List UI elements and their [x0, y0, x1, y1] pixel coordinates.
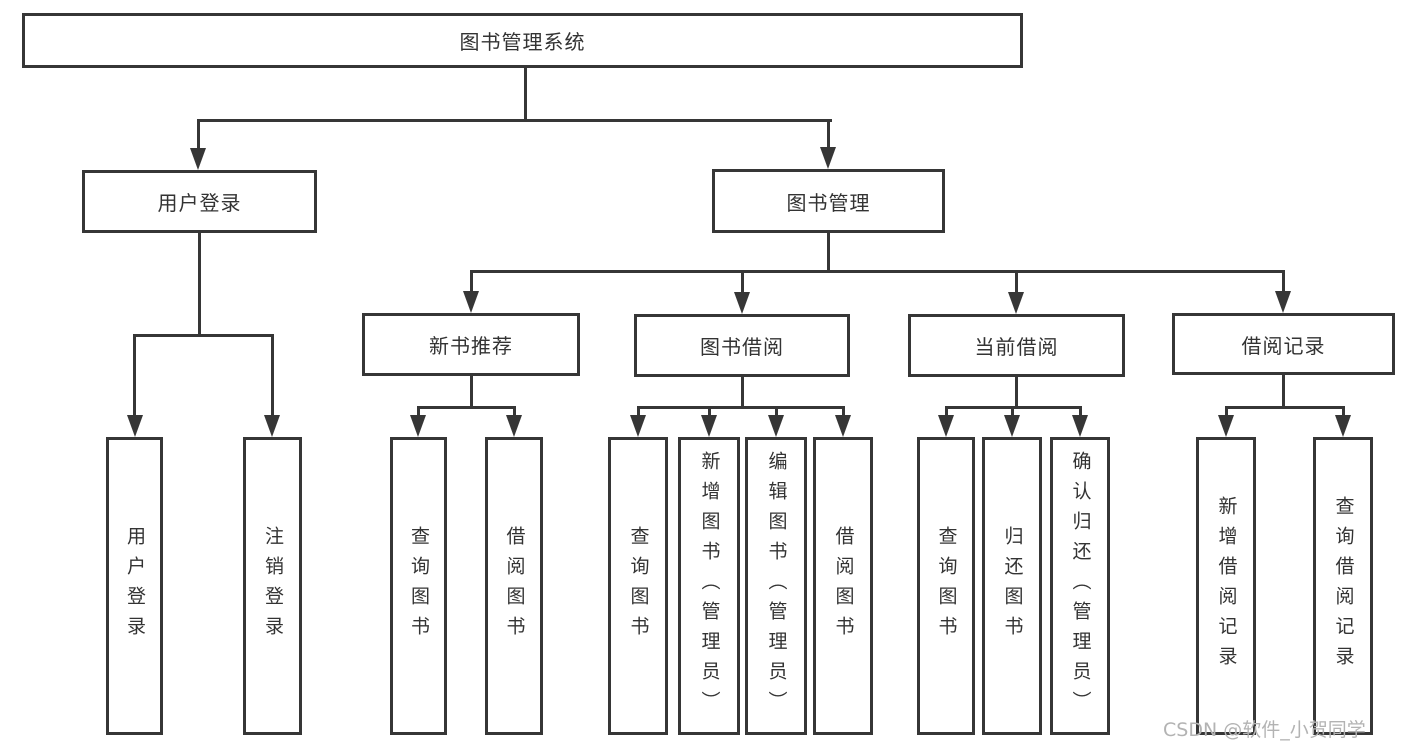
node-label: 用户登录 — [124, 526, 146, 646]
connector-stem — [1079, 406, 1082, 418]
arrow-down-icon — [701, 415, 717, 437]
node-label: 借阅记录 — [1241, 333, 1326, 358]
connector-stem — [775, 406, 778, 418]
node-label: 图书管理 — [786, 190, 871, 215]
csdn-watermark: CSDN @软件_小贺同学 — [1163, 719, 1366, 741]
arrow-down-icon — [768, 415, 784, 437]
connector-user-login-bus — [134, 334, 274, 337]
connector-newbook-trunk — [470, 376, 473, 408]
arrow-down-icon — [820, 147, 836, 169]
arrow-down-icon — [410, 415, 426, 437]
connector-level3-bus — [471, 270, 1284, 273]
leaf-query-books-borrowing: 查询图书 — [608, 437, 668, 735]
connector-book-mgmt-trunk — [827, 233, 830, 272]
node-label: 新增借阅记录 — [1215, 496, 1238, 676]
connector-stem — [470, 270, 473, 294]
node-label: 查询图书 — [935, 526, 958, 646]
connector-stem — [945, 406, 948, 418]
node-book-management: 图书管理 — [712, 169, 945, 233]
connector-stem — [1282, 270, 1285, 294]
connector-stem — [741, 270, 744, 294]
leaf-add-book-admin: 新增图书（管理员） — [678, 437, 740, 735]
node-label: 新增图书（管理员） — [698, 451, 721, 721]
leaf-borrow-books-borrowing: 借阅图书 — [813, 437, 873, 735]
connector-stem — [513, 406, 516, 418]
connector-stem — [197, 119, 200, 152]
node-label: 查询借阅记录 — [1332, 496, 1355, 676]
leaf-logout: 注销登录 — [243, 437, 302, 735]
connector-stem — [1342, 406, 1345, 418]
arrow-down-icon — [127, 415, 143, 437]
arrow-down-icon — [190, 148, 206, 170]
leaf-user-login: 用户登录 — [106, 437, 163, 735]
node-label: 确认归还（管理员） — [1069, 451, 1092, 721]
connector-bookborrow-bus — [638, 406, 844, 409]
arrow-down-icon — [1275, 291, 1291, 313]
arrow-down-icon — [506, 415, 522, 437]
connector-user-login-trunk — [198, 233, 201, 336]
node-label: 查询图书 — [627, 526, 650, 646]
node-label: 注销登录 — [262, 526, 284, 646]
node-label: 借阅图书 — [503, 526, 526, 646]
arrow-down-icon — [1004, 415, 1020, 437]
connector-records-trunk — [1282, 375, 1285, 408]
node-borrowing-records: 借阅记录 — [1172, 313, 1395, 375]
arrow-down-icon — [463, 291, 479, 313]
leaf-return-books: 归还图书 — [982, 437, 1042, 735]
node-label: 新书推荐 — [429, 334, 513, 358]
connector-stem — [1015, 270, 1018, 294]
connector-stem — [133, 334, 136, 418]
connector-stem — [1225, 406, 1228, 418]
arrow-down-icon — [835, 415, 851, 437]
leaf-confirm-return-admin: 确认归还（管理员） — [1050, 437, 1110, 735]
leaf-add-borrow-record: 新增借阅记录 — [1196, 437, 1256, 735]
node-label: 归还图书 — [1001, 526, 1024, 646]
node-label: 查询图书 — [408, 526, 430, 646]
leaf-edit-book-admin: 编辑图书（管理员） — [745, 437, 807, 735]
connector-stem — [827, 119, 830, 152]
node-label: 借阅图书 — [832, 526, 855, 646]
connector-level2-bus — [198, 119, 832, 122]
leaf-query-borrow-record: 查询借阅记录 — [1313, 437, 1373, 735]
node-label: 图书管理系统 — [459, 30, 586, 54]
connector-stem — [271, 334, 274, 418]
arrow-down-icon — [1218, 415, 1234, 437]
node-current-borrowing: 当前借阅 — [908, 314, 1125, 377]
connector-newbook-bus — [418, 406, 515, 409]
leaf-query-books-current: 查询图书 — [917, 437, 975, 735]
leaf-borrow-books-recommend: 借阅图书 — [485, 437, 543, 735]
connector-root-trunk — [524, 68, 527, 120]
node-root-system: 图书管理系统 — [22, 13, 1023, 68]
arrow-down-icon — [264, 415, 280, 437]
node-label: 编辑图书（管理员） — [765, 451, 788, 721]
connector-stem — [1011, 406, 1014, 418]
connector-records-bus — [1226, 406, 1344, 409]
connector-stem — [417, 406, 420, 418]
connector-stem — [842, 406, 845, 418]
arrow-down-icon — [630, 415, 646, 437]
node-label: 图书借阅 — [700, 335, 784, 359]
arrow-down-icon — [938, 415, 954, 437]
arrow-down-icon — [1072, 415, 1088, 437]
arrow-down-icon — [1335, 415, 1351, 437]
node-new-book-recommend: 新书推荐 — [362, 313, 580, 376]
node-label: 用户登录 — [157, 191, 242, 215]
node-label: 当前借阅 — [974, 335, 1059, 359]
arrow-down-icon — [1008, 292, 1024, 314]
node-book-borrowing: 图书借阅 — [634, 314, 850, 377]
arrow-down-icon — [734, 292, 750, 314]
connector-bookborrow-trunk — [741, 377, 744, 408]
connector-stem — [708, 406, 711, 418]
leaf-query-books-recommend: 查询图书 — [390, 437, 447, 735]
connector-current-trunk — [1015, 377, 1018, 408]
connector-stem — [637, 406, 640, 418]
node-user-login: 用户登录 — [82, 170, 317, 233]
